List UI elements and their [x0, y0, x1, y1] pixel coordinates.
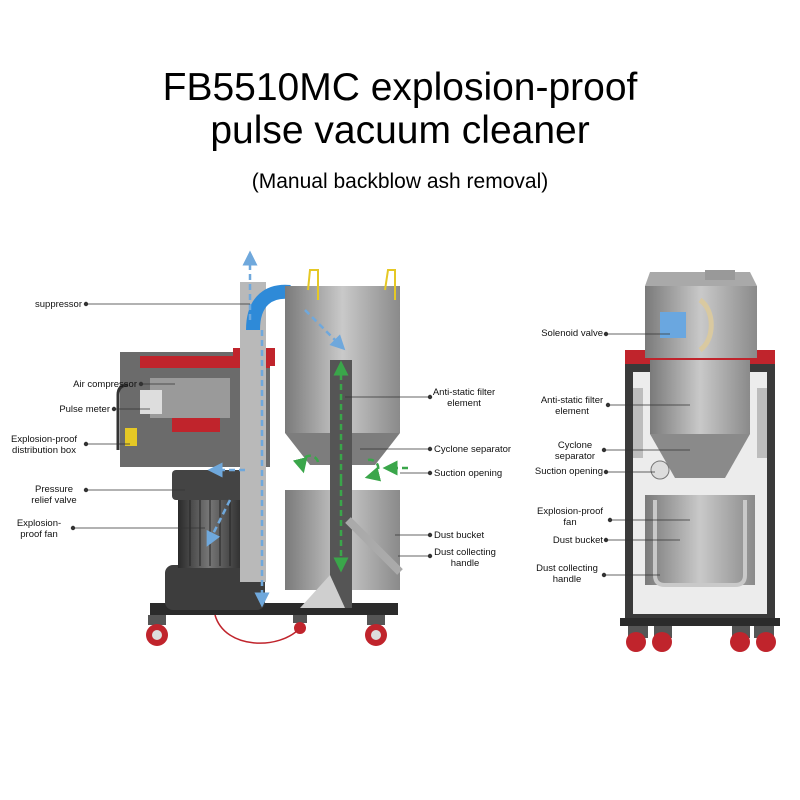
post-foot	[300, 575, 345, 608]
caster-wheel	[754, 626, 776, 652]
power-cable	[214, 614, 301, 644]
label-anti-static-filter: Anti-static filter element	[432, 387, 496, 409]
distribution-box-shape	[125, 428, 137, 446]
caster-wheel	[293, 615, 307, 634]
label-front-anti-static-filter: Anti-static filter element	[540, 395, 604, 417]
label-distribution-box: Explosion-proof distribution box	[10, 434, 77, 456]
upper-drum	[285, 286, 400, 361]
label-suppressor: suppressor	[35, 299, 82, 310]
label-air-compressor: Air compressor	[73, 379, 137, 390]
front-view-machine	[601, 270, 780, 652]
label-front-explosion-proof-fan: Explosion-proof fan	[536, 506, 603, 528]
label-cyclone-separator: Cyclone separator	[434, 444, 512, 455]
motor-top	[172, 470, 244, 500]
front-cyclone-cone	[650, 434, 750, 478]
caster-wheel	[365, 615, 387, 646]
front-filter-drum	[650, 360, 750, 434]
label-pressure-relief-valve: Pressure relief valve	[31, 484, 77, 506]
caster-wheel	[146, 615, 168, 646]
collecting-handle	[345, 517, 403, 575]
page-title-line-1: FB5510MC explosion-proof	[162, 66, 638, 109]
label-front-dust-bucket: Dust bucket	[552, 535, 603, 546]
page-subtitle: (Manual backblow ash removal)	[251, 170, 549, 193]
front-handle	[653, 500, 747, 587]
label-front-dust-collecting-handle: Dust collecting handle	[536, 563, 598, 585]
label-explosion-proof-fan: Explosion-proof fan	[16, 518, 62, 540]
caster-wheel	[626, 626, 648, 652]
label-front-cyclone-separator: Cyclone separator	[554, 440, 596, 462]
nameplate	[172, 418, 220, 432]
suppressor-elbow	[246, 284, 291, 331]
page-title-line-2: pulse vacuum cleaner	[210, 109, 590, 152]
fan-motor	[178, 498, 240, 568]
air-compressor-shape	[150, 378, 230, 418]
side-view-machine	[70, 250, 433, 646]
label-dust-collecting-handle: Dust collecting handle	[434, 547, 496, 569]
pulse-meter-shape	[140, 390, 162, 414]
label-front-suction-opening: Suction opening	[534, 466, 603, 477]
label-solenoid-valve: Solenoid valve	[541, 328, 603, 339]
label-suction-opening: Suction opening	[434, 468, 503, 479]
caster-wheel	[652, 626, 672, 652]
label-pulse-meter: Pulse meter	[59, 404, 110, 415]
caster-wheel	[730, 626, 750, 652]
label-dust-bucket: Dust bucket	[434, 530, 485, 541]
